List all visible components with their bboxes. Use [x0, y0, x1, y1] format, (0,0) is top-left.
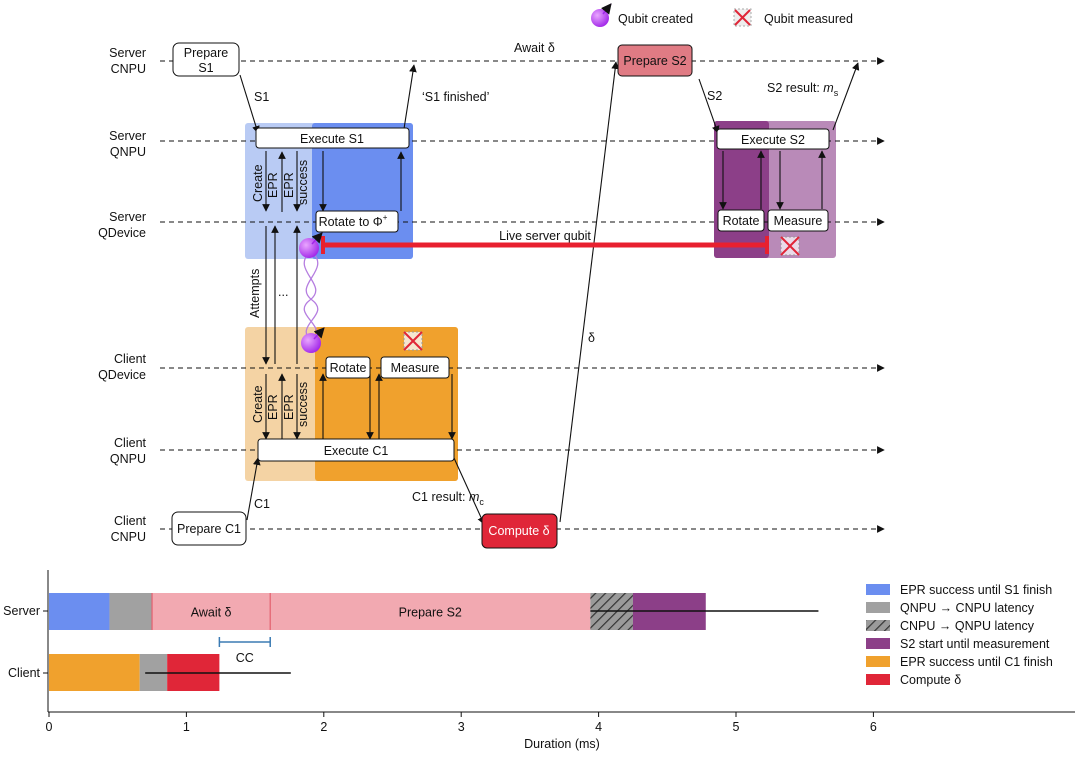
rotate-s-box: Rotate [723, 214, 760, 228]
measure-c-box: Measure [391, 361, 440, 375]
legend-label: S2 start until measurement [900, 637, 1050, 651]
client-qubit-icon [301, 327, 325, 353]
row-label: QDevice [98, 368, 146, 382]
client-segment [49, 654, 140, 691]
row-labels: Server CNPU Server QNPU Server QDevice C… [98, 46, 146, 544]
row-label: CNPU [111, 62, 146, 76]
s1-label: S1 [254, 90, 269, 104]
row-label: Server [109, 46, 146, 60]
prepare-s1-box: Prepare [184, 46, 229, 60]
server-segment-label: Await δ [191, 606, 232, 620]
live-server-qubit-bar: Live server qubit [321, 229, 769, 254]
row-label: QNPU [110, 145, 146, 159]
x-tick-label: 3 [458, 720, 465, 734]
s2-label: S2 [707, 89, 722, 103]
row-label: QNPU [110, 452, 146, 466]
category-label: Server [3, 604, 40, 618]
execute-s2-box: Execute S2 [741, 133, 805, 147]
row-label: Server [109, 210, 146, 224]
arrow-c1 [246, 457, 261, 521]
legend-label: CNPU → QNPU latency [900, 619, 1035, 633]
legend-label: EPR success until C1 finish [900, 655, 1053, 669]
server-segment [152, 593, 271, 630]
server-qubit-icon [299, 232, 323, 258]
epr-label: EPR [266, 172, 280, 198]
legend-swatch [866, 620, 890, 631]
legend-qubit-measured: Qubit measured [764, 12, 853, 26]
qubit-created-icon [591, 9, 609, 27]
duration-chart: Server Client Duration (ms) Await δ Prepa… [3, 570, 1075, 751]
row-label: QDevice [98, 226, 146, 240]
client-qubit-measured-icon [403, 331, 423, 351]
x-tick-label: 4 [595, 720, 602, 734]
epr-label: EPR [282, 394, 296, 420]
execute-c1-box: Execute C1 [324, 444, 389, 458]
boxes: Prepare S1 Execute S1 Rotate to Φ+ Prepa… [171, 42, 830, 549]
create-label: Create [251, 385, 265, 423]
c1-label: C1 [254, 497, 270, 511]
x-tick-label: 2 [320, 720, 327, 734]
await-delta-label: Await δ [514, 41, 555, 55]
row-label: CNPU [111, 530, 146, 544]
row-label: Client [114, 514, 146, 528]
x-tick-label: 0 [46, 720, 53, 734]
prepare-c1-box: Prepare C1 [177, 522, 241, 536]
server-qubit-measured-icon [780, 236, 800, 256]
cc-label: CC [236, 651, 254, 665]
delta-label: δ [588, 331, 595, 345]
s1-finished-label: ‘S1 finished’ [422, 90, 489, 104]
arrow-s2 [698, 78, 720, 134]
legend-swatch [866, 656, 890, 667]
row-label: Client [114, 352, 146, 366]
message-arrows [239, 61, 860, 525]
execute-s1-box: Execute S1 [300, 132, 364, 146]
ellipsis-label: ... [278, 285, 288, 299]
x-tick-label: 1 [183, 720, 190, 734]
x-axis-label: Duration (ms) [524, 737, 600, 751]
legend-label: Compute δ [900, 673, 961, 687]
server-segment [109, 593, 153, 630]
qubit-measured-icon [733, 8, 752, 27]
row-label: Client [114, 436, 146, 450]
x-tick-label: 5 [733, 720, 740, 734]
legend-swatch [866, 674, 890, 685]
create-label: Create [251, 164, 265, 202]
arrow-s2-result [832, 62, 860, 131]
epr-label: EPR [266, 394, 280, 420]
legend-swatch [866, 584, 890, 595]
arrow-delta [559, 61, 619, 523]
row-label: Server [109, 129, 146, 143]
epr-label: EPR [282, 172, 296, 198]
attempts-label: Attempts [248, 269, 262, 318]
c1-result-label: C1 result: mc [412, 490, 484, 507]
measure-s-box: Measure [774, 214, 823, 228]
s2-result-label: S2 result: ms [767, 81, 839, 98]
server-segment [49, 593, 110, 630]
server-segment-label: Prepare S2 [399, 606, 462, 620]
server-segment [270, 593, 591, 630]
prepare-s1-box: S1 [198, 61, 213, 75]
legend-label: EPR success until S1 finish [900, 583, 1052, 597]
category-label: Client [8, 666, 40, 680]
x-tick-label: 6 [870, 720, 877, 734]
prepare-s2-box: Prepare S2 [623, 54, 686, 68]
legend-swatch [866, 638, 890, 649]
legend-swatch [866, 602, 890, 613]
top-legend: Qubit created Qubit measured [591, 3, 853, 27]
diagram-labels: Await δ S1 ‘S1 finished’ S2 S2 result: m… [248, 41, 839, 511]
legend-label: QNPU → CNPU latency [900, 601, 1035, 615]
legend-qubit-created: Qubit created [618, 12, 693, 26]
arrow-c1-result [453, 457, 485, 525]
live-server-qubit-label: Live server qubit [499, 229, 591, 243]
rotate-c-box: Rotate [330, 361, 367, 375]
compute-delta-box: Compute δ [488, 524, 549, 538]
success-label: success [296, 382, 310, 427]
rotate-phi-box: Rotate to Φ+ [319, 213, 388, 229]
arrow-s1 [239, 74, 260, 134]
success-label: success [296, 160, 310, 205]
